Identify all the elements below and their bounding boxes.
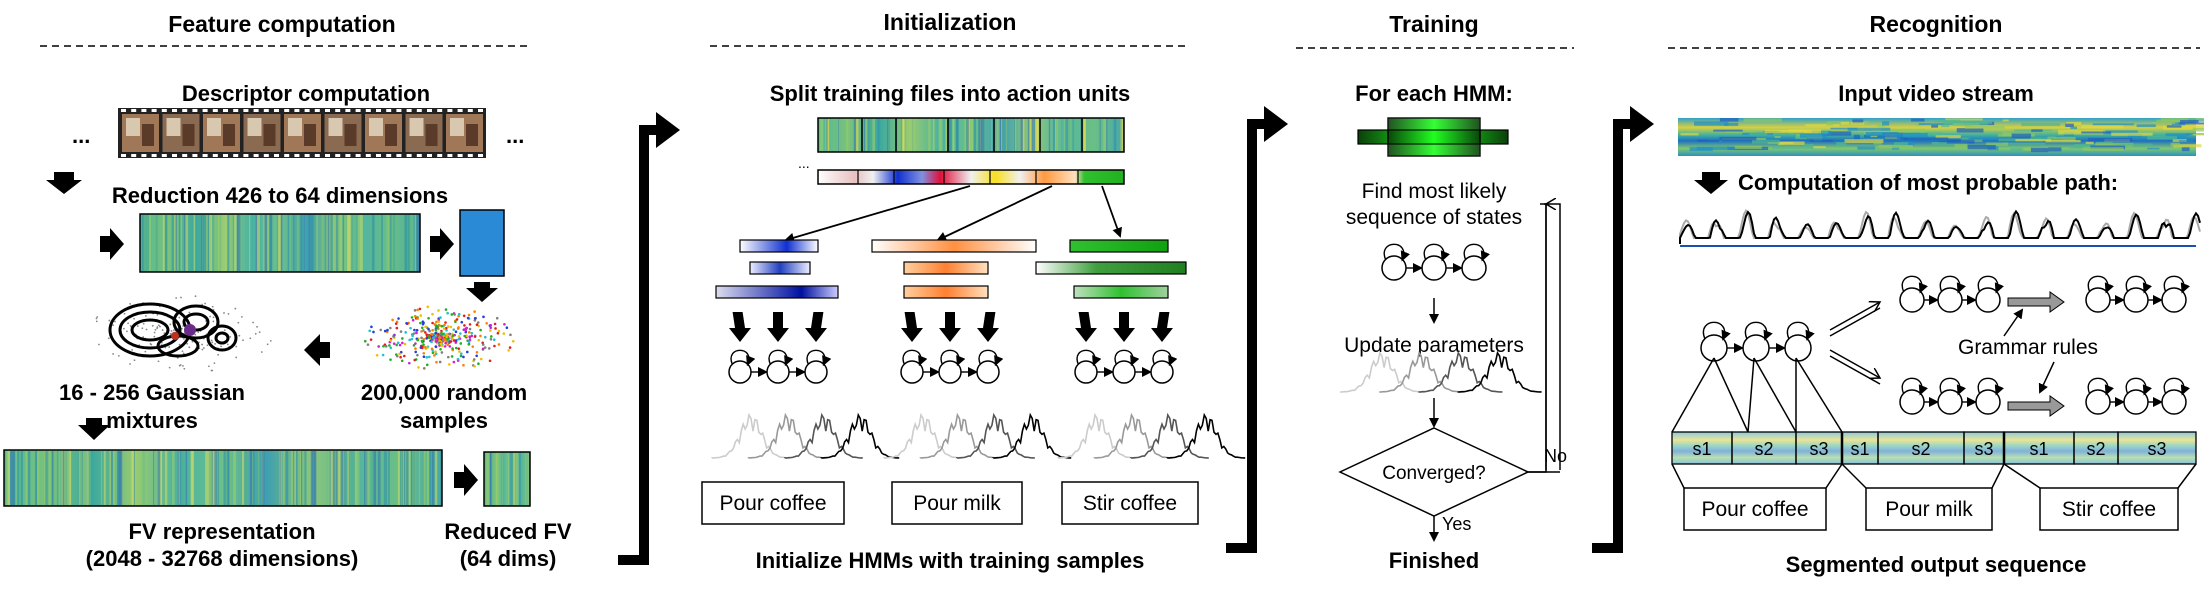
down-arrow-icon xyxy=(805,312,827,342)
init-box-pour-coffee: Pour coffee xyxy=(702,482,844,524)
rfv-label-1: Reduced FV xyxy=(444,519,571,544)
ellipsis-small: ... xyxy=(798,155,810,171)
down-arrow-icon xyxy=(901,312,923,342)
fv-label-1: FV representation xyxy=(128,519,315,544)
hmm-column-coffee xyxy=(716,240,838,298)
init-section: Initialization Split training files into… xyxy=(702,9,1245,573)
reduced-descriptor-matrix xyxy=(460,210,504,276)
gaussian-curves xyxy=(712,415,899,458)
fv-label-2: (2048 - 32768 dimensions) xyxy=(86,546,359,571)
down-arrow-icon xyxy=(729,312,751,342)
gaussian-curves xyxy=(1340,353,1542,392)
gaussian-curves xyxy=(1058,415,1245,458)
down-arrow-icon xyxy=(1151,312,1173,342)
right-arrow-icon xyxy=(430,228,454,260)
samples-scatter xyxy=(364,306,515,370)
gmm-label-1: 16 - 256 Gaussian xyxy=(59,380,245,405)
gmm-label-2: mixtures xyxy=(106,408,198,433)
recognition-footer: Segmented output sequence xyxy=(1786,552,2087,577)
recognition-title: Recognition xyxy=(1870,11,2003,37)
init-footer: Initialize HMMs with training samples xyxy=(756,548,1145,573)
gmm-contours xyxy=(96,295,272,371)
input-label: Input video stream xyxy=(1838,81,2034,106)
down-arrow-icon xyxy=(767,312,789,342)
ellipsis-left: ... xyxy=(72,123,90,148)
hmm-state-graph xyxy=(1900,276,2000,312)
hmm-column-stir xyxy=(1036,240,1186,298)
state-label: s2 xyxy=(1754,439,1773,459)
init-box-label: Pour coffee xyxy=(719,492,826,515)
down-arrow-icon xyxy=(46,172,82,194)
state-label: s3 xyxy=(1809,439,1828,459)
stage-connector xyxy=(1226,106,1288,548)
right-arrow-icon xyxy=(454,464,478,496)
reduction-label: Reduction 426 to 64 dimensions xyxy=(112,183,448,208)
gaussian-curves xyxy=(884,415,1071,458)
samples-label-2: samples xyxy=(400,408,488,433)
down-arrow-icon xyxy=(939,312,961,342)
recognition-section: Recognition Input video stream Computati… xyxy=(1668,11,2204,577)
computation-label: Computation of most probable path: xyxy=(1738,170,2118,195)
training-title: Training xyxy=(1389,11,1478,37)
init-box-pour-milk: Pour milk xyxy=(892,482,1022,524)
converged-decision: Converged? xyxy=(1340,428,1528,516)
down-arrow-icon xyxy=(977,312,999,342)
state-label: s3 xyxy=(1974,439,1993,459)
state-label: s3 xyxy=(2147,439,2166,459)
grammar-label: Grammar rules xyxy=(1958,336,2098,359)
hmm-state-graph xyxy=(729,350,827,383)
stage-connector xyxy=(1592,106,1654,548)
hmm-column-milk xyxy=(872,240,1036,298)
state-label: s1 xyxy=(2029,439,2048,459)
state-label: s1 xyxy=(1850,439,1869,459)
find-label-1: Find most likely xyxy=(1362,180,1507,203)
film-strip xyxy=(118,108,486,158)
action-label: Stir coffee xyxy=(2062,498,2156,521)
state-label: s2 xyxy=(1911,439,1930,459)
hmm-state-graph xyxy=(1075,350,1173,383)
descriptor-label: Descriptor computation xyxy=(182,81,430,106)
down-arrow-icon xyxy=(466,282,498,302)
state-label: s2 xyxy=(2086,439,2105,459)
state-label: s1 xyxy=(1692,439,1711,459)
action-label: Pour coffee xyxy=(1701,498,1808,521)
training-footer: Finished xyxy=(1389,548,1479,573)
hmm-state-graph xyxy=(1900,378,2000,414)
hmm-state-graph xyxy=(901,350,999,383)
down-arrow-icon xyxy=(1694,172,1728,194)
left-arrow-icon xyxy=(304,334,330,366)
hmm-state-graph xyxy=(1382,244,1486,280)
right-arrow-icon xyxy=(100,228,124,260)
hmm-state-graph xyxy=(2086,276,2186,312)
find-label-2: sequence of states xyxy=(1346,206,1522,229)
init-box-label: Pour milk xyxy=(913,492,1001,515)
split-label: Split training files into action units xyxy=(770,81,1131,106)
init-box-label: Stir coffee xyxy=(1083,492,1177,515)
feature-title: Feature computation xyxy=(168,11,395,37)
action-label: Pour milk xyxy=(1885,498,1973,521)
probability-curves xyxy=(1680,211,2200,246)
yes-label: Yes xyxy=(1442,514,1471,534)
rfv-label-2: (64 dims) xyxy=(460,546,557,571)
no-label: No xyxy=(1544,446,1567,466)
samples-label-1: 200,000 random xyxy=(361,380,527,405)
feature-section: Feature computation Descriptor computati… xyxy=(4,11,572,571)
converged-label: Converged? xyxy=(1382,463,1486,484)
down-arrow-icon xyxy=(1113,312,1135,342)
hmm-state-graph xyxy=(2086,378,2186,414)
init-box-stir-coffee: Stir coffee xyxy=(1062,482,1198,524)
for-each-label: For each HMM: xyxy=(1355,81,1513,106)
init-title: Initialization xyxy=(884,9,1017,35)
hmm-state-graph xyxy=(1701,322,1811,361)
stage-connector xyxy=(618,112,680,560)
ellipsis-right: ... xyxy=(506,123,524,148)
down-arrow-icon xyxy=(1075,312,1097,342)
training-section: Training For each HMM: Find most likely … xyxy=(1296,11,1574,573)
